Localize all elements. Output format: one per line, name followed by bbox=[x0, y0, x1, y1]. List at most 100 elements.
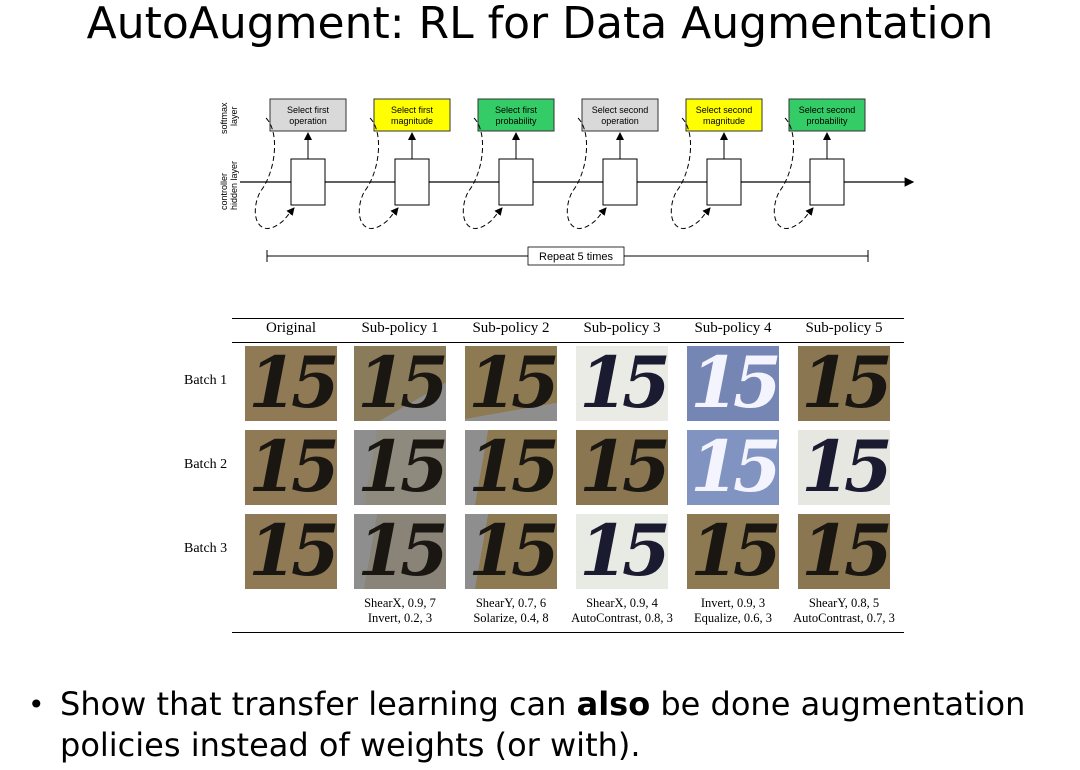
feedback-arrow-1 bbox=[254, 117, 295, 229]
augmented-image: 15 bbox=[687, 514, 779, 589]
augmentation-figure: Original Sub-policy 1 Sub-policy 2 Sub-p… bbox=[180, 318, 910, 636]
step-label-6-line-1: Select second bbox=[799, 105, 856, 115]
augmented-image: 15 bbox=[798, 514, 890, 589]
digit-text: 15 bbox=[357, 430, 446, 505]
digit-text: 15 bbox=[690, 346, 779, 421]
caption-5-line-1: ShearY, 0.8, 5 bbox=[808, 596, 880, 610]
feedback-arrow-2 bbox=[358, 117, 399, 229]
bullet-dot-icon: • bbox=[28, 688, 45, 721]
step-label-5-line-2: magnitude bbox=[703, 116, 745, 126]
caption-1-line-1: ShearX, 0.9, 7 bbox=[364, 596, 436, 610]
digit-text: 15 bbox=[690, 430, 779, 505]
row-head-batch-1: Batch 1 bbox=[184, 373, 228, 388]
col-head-sub-policy-3: Sub-policy 3 bbox=[583, 320, 661, 336]
hidden-node-5 bbox=[706, 158, 742, 206]
bullet-text-bold: also bbox=[576, 685, 651, 723]
softmax-layer-label: layer bbox=[229, 106, 239, 126]
row-head-batch-2: Batch 2 bbox=[184, 457, 228, 472]
digit-text: 15 bbox=[690, 514, 779, 589]
digit-text: 15 bbox=[248, 346, 337, 421]
bottom-rule bbox=[232, 632, 904, 633]
step-label-1-line-2: operation bbox=[289, 116, 327, 126]
augmented-image: 15 bbox=[465, 346, 557, 421]
col-head-sub-policy-4: Sub-policy 4 bbox=[694, 320, 772, 336]
caption-5-line-2: AutoContrast, 0.7, 3 bbox=[793, 611, 895, 625]
caption-4-line-2: Equalize, 0.6, 3 bbox=[693, 611, 773, 625]
augmented-image: 15 bbox=[245, 514, 337, 589]
step-label-4-line-1: Select second bbox=[592, 105, 649, 115]
feedback-arrow-4 bbox=[566, 117, 607, 229]
augmented-image: 15 bbox=[576, 514, 668, 589]
step-box-3 bbox=[477, 98, 555, 132]
digit-text: 15 bbox=[468, 346, 557, 421]
augmented-image: 15 bbox=[354, 514, 446, 589]
digit-text: 15 bbox=[579, 430, 668, 505]
hidden-node-2 bbox=[394, 158, 430, 206]
digit-text: 15 bbox=[468, 430, 557, 505]
hidden-node-1 bbox=[290, 158, 326, 206]
caption-sub-policy-3: ShearX, 0.9, 4 AutoContrast, 0.8, 3 bbox=[562, 596, 682, 626]
augmented-image: 15 bbox=[576, 430, 668, 505]
caption-3-line-2: AutoContrast, 0.8, 3 bbox=[571, 611, 673, 625]
caption-1-line-2: Invert, 0.2, 3 bbox=[367, 611, 433, 625]
feedback-arrow-6 bbox=[773, 117, 814, 229]
digit-text: 15 bbox=[801, 514, 890, 589]
step-box-5 bbox=[685, 98, 763, 132]
augmented-image: 15 bbox=[354, 346, 446, 421]
row-head-batch-3: Batch 3 bbox=[184, 541, 228, 556]
digit-text: 15 bbox=[801, 430, 890, 505]
step-label-1-line-1: Select first bbox=[287, 105, 330, 115]
col-head-sub-policy-5: Sub-policy 5 bbox=[805, 320, 883, 336]
caption-2-line-2: Solarize, 0.4, 8 bbox=[473, 611, 549, 625]
augmented-image: 15 bbox=[245, 430, 337, 505]
repeat-label: Repeat 5 times bbox=[539, 251, 613, 263]
digit-text: 15 bbox=[248, 430, 337, 505]
header-rule bbox=[232, 342, 904, 343]
augmented-image: 15 bbox=[798, 346, 890, 421]
hidden-layer-label: hidden layer bbox=[229, 161, 239, 210]
layer-labels: softmax layer controller hidden layer bbox=[219, 102, 239, 210]
bullet-text-end: be done augmentation policies instead of… bbox=[60, 685, 1026, 764]
slide-title: AutoAugment: RL for Data Augmentation bbox=[86, 0, 994, 49]
controller-diagram: softmax layer controller hidden layer Se… bbox=[219, 98, 915, 266]
col-head-sub-policy-2: Sub-policy 2 bbox=[472, 320, 550, 336]
caption-sub-policy-4: Invert, 0.9, 3 Equalize, 0.6, 3 bbox=[673, 596, 793, 626]
augmented-image: 15 bbox=[245, 346, 337, 421]
augmented-image: 15 bbox=[576, 346, 668, 421]
caption-3-line-1: ShearX, 0.9, 4 bbox=[586, 596, 658, 610]
digit-text: 15 bbox=[579, 514, 668, 589]
digit-text: 15 bbox=[468, 514, 557, 589]
step-label-5-line-1: Select second bbox=[696, 105, 753, 115]
augmented-image: 15 bbox=[465, 430, 557, 505]
caption-4-line-1: Invert, 0.9, 3 bbox=[700, 596, 766, 610]
caption-sub-policy-5: ShearY, 0.8, 5 AutoContrast, 0.7, 3 bbox=[784, 596, 904, 626]
col-head-sub-policy-1: Sub-policy 1 bbox=[361, 320, 439, 336]
hidden-node-4 bbox=[602, 158, 638, 206]
digit-text: 15 bbox=[801, 346, 890, 421]
augmented-image: 15 bbox=[354, 430, 446, 505]
step-box-4 bbox=[581, 98, 659, 132]
digit-text: 15 bbox=[248, 514, 337, 589]
step-box-6 bbox=[788, 98, 866, 132]
feedback-arrow-3 bbox=[462, 117, 503, 229]
step-label-3-line-2: probability bbox=[495, 116, 537, 126]
digit-text: 15 bbox=[579, 346, 668, 421]
step-label-2-line-1: Select first bbox=[391, 105, 434, 115]
controller-label: controller bbox=[219, 173, 229, 210]
step-label-2-line-2: magnitude bbox=[391, 116, 433, 126]
step-label-6-line-2: probability bbox=[806, 116, 848, 126]
step-box-2 bbox=[373, 98, 451, 132]
bullet-text-start: Show that transfer learning can bbox=[60, 685, 577, 723]
step-box-1 bbox=[269, 98, 347, 132]
hidden-node-3 bbox=[498, 158, 534, 206]
augmented-image: 15 bbox=[798, 430, 890, 505]
augmented-image: 15 bbox=[465, 514, 557, 589]
digit-text: 15 bbox=[357, 346, 446, 421]
top-rule bbox=[232, 318, 904, 319]
caption-sub-policy-1: ShearX, 0.9, 7 Invert, 0.2, 3 bbox=[340, 596, 460, 626]
augmented-image: 15 bbox=[687, 430, 779, 505]
feedback-arrow-5 bbox=[670, 117, 711, 229]
bullet-text: Show that transfer learning can also be … bbox=[60, 684, 1050, 766]
hidden-node-6 bbox=[809, 158, 845, 206]
